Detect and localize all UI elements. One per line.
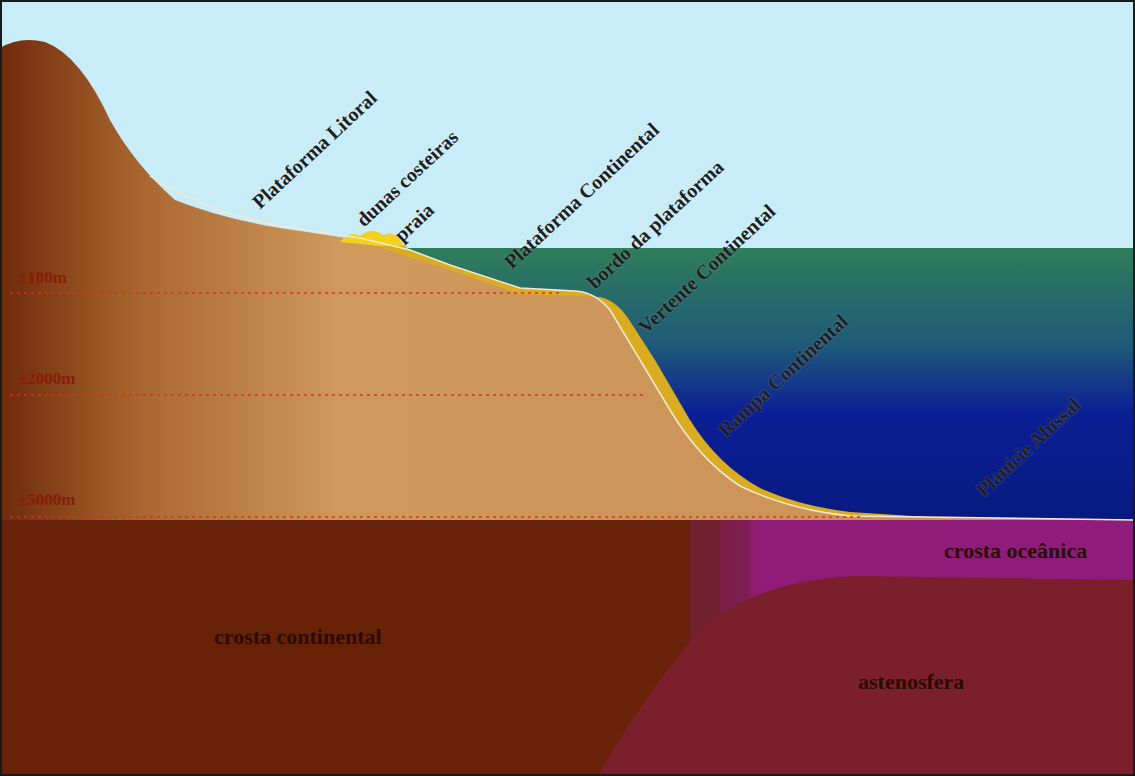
depth-label: ±5000m xyxy=(18,491,76,508)
region-label: astenosfera xyxy=(858,671,964,693)
depth-label: ±2000m xyxy=(18,370,76,387)
region-label: crosta oceânica xyxy=(944,540,1087,562)
depth-label: ±180m xyxy=(18,269,67,286)
region-label: crosta continental xyxy=(214,626,382,648)
